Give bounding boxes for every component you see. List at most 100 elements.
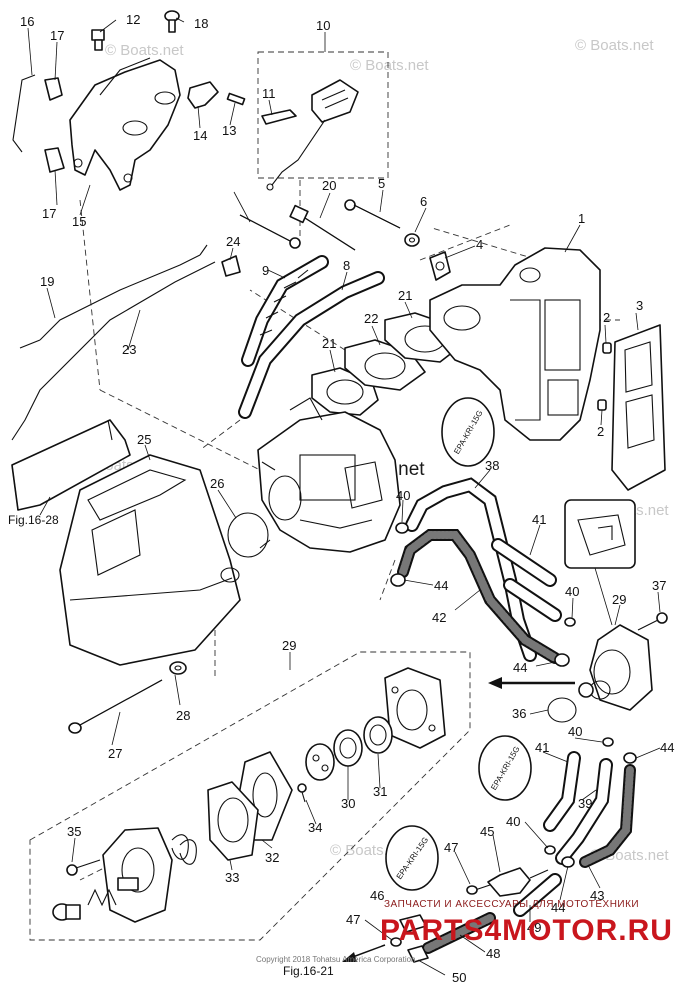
group-box-10 [257,51,389,179]
callout-38: 38 [485,458,499,473]
callout-15: 15 [72,214,86,229]
callout-32: 32 [265,850,279,865]
collar-11 [261,109,297,125]
connector-46 [399,914,427,933]
gasket-3 [611,324,666,491]
hose-42 [397,529,561,664]
oring-36 [547,697,577,723]
shop-tagline: ЗАПЧАСТИ И АКСЕССУАРЫ ДЛЯ МОТОТЕХНИКИ [384,899,639,910]
valve-30 [333,729,363,767]
callout-41: 41 [535,740,549,755]
clip-40-mid [564,617,576,627]
bolt-37 [637,612,668,631]
callout-50: 50 [452,970,466,985]
callout-31: 31 [373,784,387,799]
callout-22: 22 [364,311,378,326]
callout-16: 16 [20,14,34,29]
callout-40: 40 [565,584,579,599]
clip-17-lower [44,147,65,173]
callout-9: 9 [262,263,269,278]
oring-26 [227,512,269,558]
epa-tag-3: EPA-KRI-15G [385,825,439,891]
clip-40-upper [395,522,409,534]
pin-13 [226,92,246,106]
pump-cover [384,667,446,749]
callout-34: 34 [308,820,322,835]
callout-20: 20 [322,178,336,193]
callout-48: 48 [486,946,500,961]
callout-12: 12 [126,12,140,27]
figure-reference: Fig.16-21 [283,964,334,978]
callout-2: 2 [597,424,604,439]
hose-41-lower [543,751,581,832]
hose-48 [422,912,496,954]
throttle-cam-10 [266,79,359,191]
cable-23 [11,261,216,441]
hose-41-mid [503,578,562,622]
intake-manifold-1 [429,247,601,441]
arrow-16-21 [342,944,386,962]
pump-detail-callout [564,499,636,626]
guide-line [199,419,241,451]
screw-34 [297,783,307,803]
arrow-left [488,677,575,689]
cable-tie-20 [289,204,356,251]
clip-40-lower [544,845,556,855]
copyright-text: Copyright 2018 Tohatsu America Corporati… [256,955,416,964]
silencer-25 [59,454,241,666]
diaphragm-33 [207,781,259,861]
callout-40: 40 [396,488,410,503]
leader-lines [27,17,661,976]
spring [171,834,197,865]
clip-44-lower [561,856,575,868]
callout-42: 42 [432,610,446,625]
callout-44: 44 [551,900,565,915]
clip-17-upper [44,77,63,101]
callout-5: 5 [378,176,385,191]
callout-26: 26 [210,476,224,491]
link-rod-16 [12,74,36,153]
callout-49: 49 [527,920,541,935]
clip-44-mid [554,653,570,667]
callout-44: 44 [660,740,674,755]
hose-9 [241,255,329,367]
clip-44-right [623,752,637,764]
washer-6 [404,233,420,247]
clamp-4 [429,251,451,281]
duct-ref-16-28 [11,419,131,516]
callout-37: 37 [652,578,666,593]
valve-plate [305,743,335,781]
pump-spring [87,888,117,907]
fuel-filter-45 [474,867,549,897]
callout-labels: 1 2 2 3 4 5 6 8 9 10 11 12 13 14 15 16 1… [20,12,674,985]
guide-line [419,224,511,261]
clip-40-right [602,737,614,747]
callout-27: 27 [108,746,122,761]
callout-2: 2 [603,310,610,325]
callout-23: 23 [122,342,136,357]
throttle-bracket-15 [69,57,181,191]
guide-line [379,559,396,601]
callout-29: 29 [612,592,626,607]
hose-43 [579,764,636,868]
hose-49 [513,873,562,917]
callout-33: 33 [225,870,239,885]
callout-6: 6 [420,194,427,209]
callout-21: 21 [398,288,412,303]
callout-18: 18 [194,16,208,31]
callout-41: 41 [532,512,546,527]
watermark: © Boats.net [105,42,184,59]
bolt-27 [68,679,163,734]
callout-40: 40 [506,814,520,829]
clip-47-lower [390,937,402,947]
guide-line [79,859,121,881]
hose-41-upper [491,538,557,587]
callout-1: 1 [578,211,585,226]
washer-28 [169,661,187,675]
carburetor [257,397,401,553]
bolt-5 [344,199,401,229]
callout-8: 8 [343,258,350,273]
screw-35 [66,859,101,876]
callout-24: 24 [226,234,240,249]
